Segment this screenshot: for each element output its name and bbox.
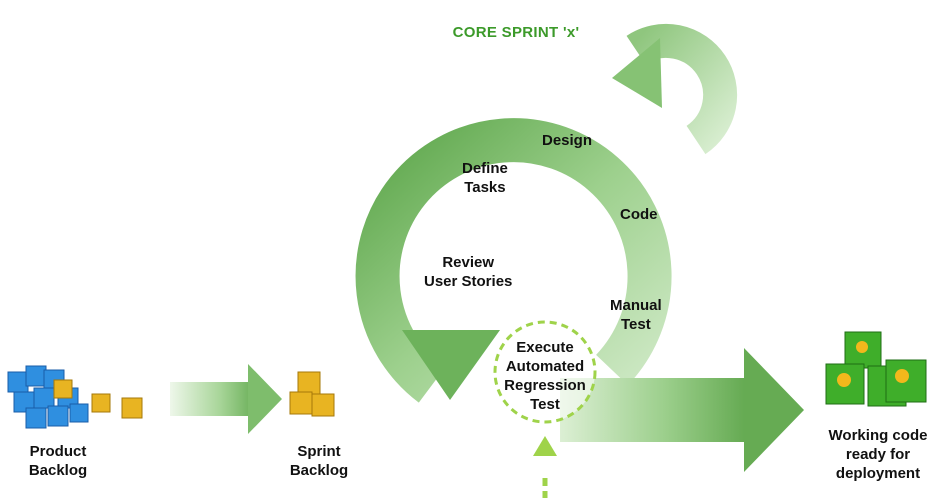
product-backlog-cubes-icon xyxy=(7,365,143,429)
step-review-user-stories: Review User Stories xyxy=(424,254,513,290)
working-code-label: Working code ready for deployment xyxy=(828,427,928,482)
working-code-cubes-icon xyxy=(825,331,927,407)
diagram-title: CORE SPRINT 'x' xyxy=(452,24,580,41)
step-manual-test: Manual Test xyxy=(610,297,662,333)
small-loop-arrowhead xyxy=(612,38,662,108)
step-execute-automated-regression-test: Execute Automated Regression Test xyxy=(504,339,586,413)
automation-input-arrow xyxy=(533,436,557,498)
backlog-to-sprint-arrow xyxy=(170,364,282,434)
sprint-backlog-label: Sprint Backlog xyxy=(289,443,349,479)
step-design: Design xyxy=(542,132,593,149)
automated-test-highlight xyxy=(493,320,597,424)
step-define-tasks: Define Tasks xyxy=(462,160,508,196)
sprint-cycle-ring xyxy=(355,118,672,403)
output-arrow xyxy=(560,348,804,472)
step-code: Code xyxy=(620,206,658,223)
product-backlog-label: Product Backlog xyxy=(28,443,88,479)
sprint-cycle-arrowhead xyxy=(402,330,500,400)
sprint-backlog-cubes-icon xyxy=(289,371,335,417)
